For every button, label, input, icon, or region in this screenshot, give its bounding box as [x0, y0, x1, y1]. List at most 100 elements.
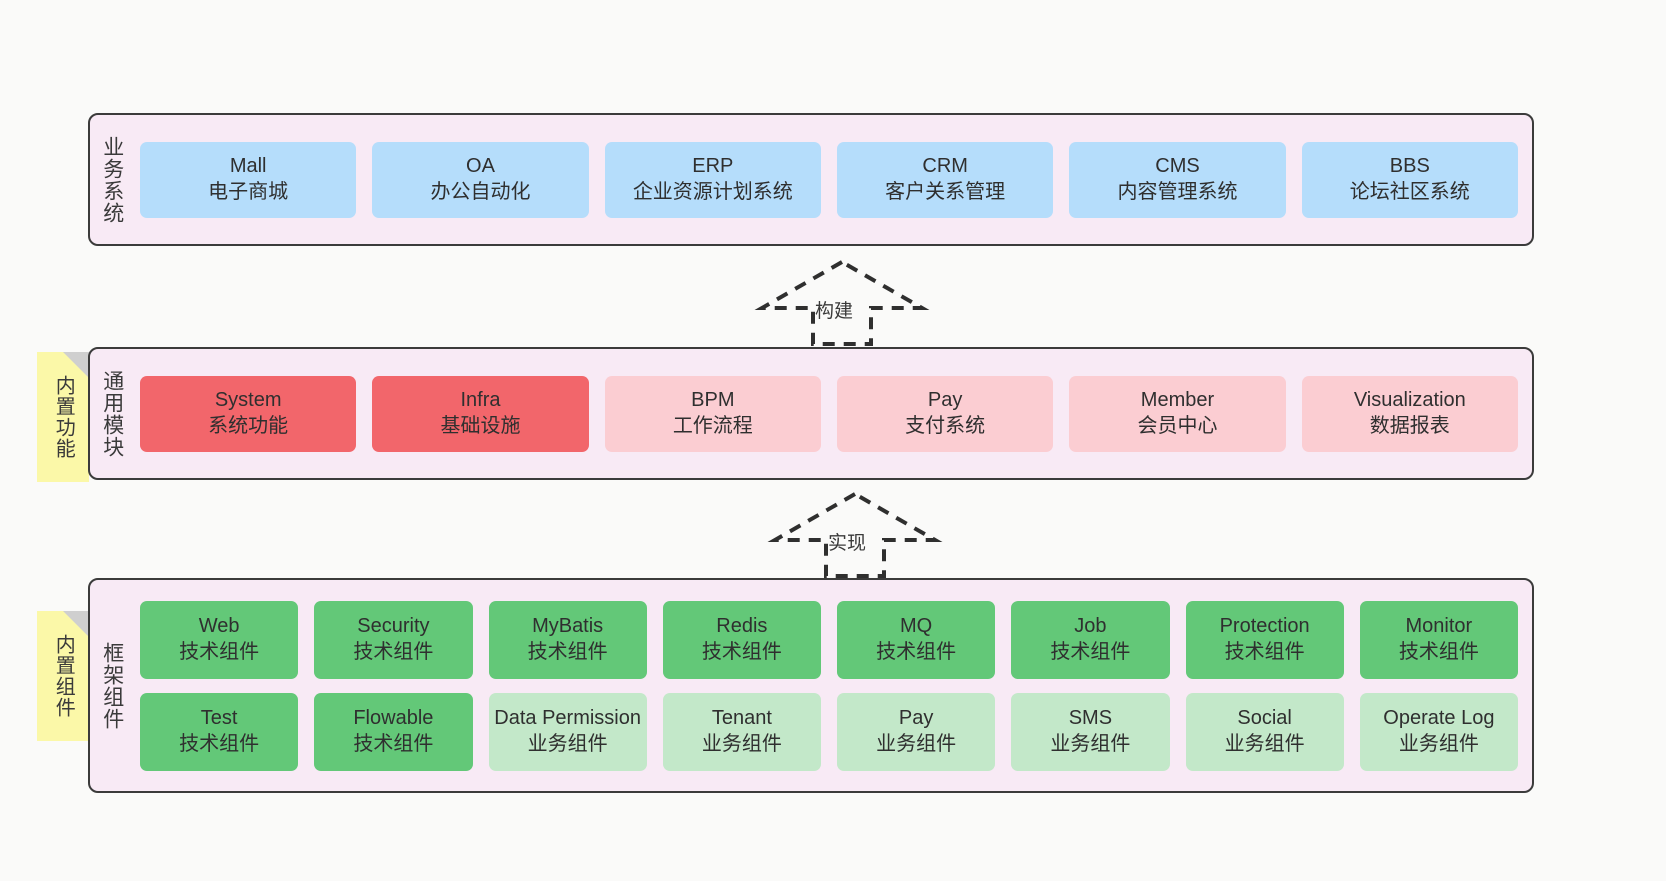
card-title-cn: 内容管理系统 — [1117, 180, 1238, 203]
card-title-cn: 基础设施 — [440, 414, 521, 437]
connector-build-arrow-icon — [754, 259, 930, 346]
card-web[interactable]: Web 技术组件 — [140, 600, 299, 679]
framework-tech-card-row: Web 技术组件 Security 技术组件 MyBatis 技术组件 Redi… — [140, 600, 1518, 679]
card-title-cn: 技术组件 — [701, 640, 782, 663]
card-title-en: BPM — [691, 388, 735, 411]
card-title-en: Test — [200, 706, 238, 729]
card-title-cn: 技术组件 — [353, 640, 434, 663]
card-title-cn: 数据报表 — [1369, 414, 1450, 437]
sticky-note-label: 内置功能 — [52, 375, 75, 459]
card-flowable[interactable]: Flowable 技术组件 — [314, 692, 473, 771]
card-title-en: Security — [357, 614, 430, 637]
card-title-cn: 业务组件 — [527, 732, 608, 755]
card-crm[interactable]: CRM 客户关系管理 — [836, 141, 1054, 218]
card-title-en: Pay — [898, 706, 934, 729]
card-visualization[interactable]: Visualization 数据报表 — [1301, 375, 1518, 452]
card-title-cn: 技术组件 — [353, 732, 434, 755]
connector-implement-label: 实现 — [828, 533, 867, 554]
card-title-en: Tenant — [711, 706, 772, 729]
card-social[interactable]: Social 业务组件 — [1185, 692, 1344, 771]
card-bpm[interactable]: BPM 工作流程 — [604, 375, 821, 452]
framework-components-panel-label: 框架组件 — [100, 641, 124, 730]
business-system-card-row: Mall 电子商城 OA 办公自动化 ERP 企业资源计划系统 CRM 客户关系… — [140, 141, 1518, 218]
card-title-en: BBS — [1389, 154, 1430, 177]
card-data-permission[interactable]: Data Permission 业务组件 — [488, 692, 647, 771]
connector-build-label: 构建 — [815, 301, 854, 322]
card-title-cn: 技术组件 — [876, 640, 957, 663]
card-title-cn: 企业资源计划系统 — [632, 180, 793, 203]
card-title-en: Social — [1237, 706, 1292, 729]
card-title-cn: 会员中心 — [1137, 414, 1218, 437]
framework-biz-card-row: Test 技术组件 Flowable 技术组件 Data Permission … — [140, 692, 1518, 771]
connector-implement: 实现 — [767, 490, 943, 578]
card-title-en: CMS — [1155, 154, 1200, 177]
common-modules-panel-label: 通用模块 — [100, 369, 124, 458]
card-title-en: Web — [198, 614, 240, 637]
card-title-cn: 技术组件 — [1050, 640, 1131, 663]
card-system[interactable]: System 系统功能 — [140, 375, 357, 452]
card-title-cn: 业务组件 — [1224, 732, 1305, 755]
sticky-note-builtin-features: 内置功能 — [37, 352, 89, 482]
card-title-cn: 办公自动化 — [430, 180, 531, 203]
card-mybatis[interactable]: MyBatis 技术组件 — [488, 600, 647, 679]
card-test[interactable]: Test 技术组件 — [140, 692, 299, 771]
card-title-en: Operate Log — [1383, 706, 1495, 729]
card-title-en: Visualization — [1353, 388, 1466, 411]
card-title-cn: 业务组件 — [876, 732, 957, 755]
framework-components-card-area: Web 技术组件 Security 技术组件 MyBatis 技术组件 Redi… — [134, 580, 1532, 791]
card-title-en: MyBatis — [532, 614, 604, 637]
card-title-cn: 电子商城 — [208, 180, 289, 203]
business-system-panel: 业务系统 Mall 电子商城 OA 办公自动化 ERP 企业资源计划系统 CRM… — [88, 113, 1534, 246]
card-title-en: ERP — [692, 154, 734, 177]
sticky-note-builtin-components: 内置组件 — [37, 611, 89, 741]
framework-components-panel: 框架组件 Web 技术组件 Security 技术组件 MyBatis 技术组件… — [88, 578, 1534, 793]
card-protection[interactable]: Protection 技术组件 — [1185, 600, 1344, 679]
card-title-en: MQ — [900, 614, 933, 637]
card-tenant[interactable]: Tenant 业务组件 — [662, 692, 821, 771]
card-title-cn: 论坛社区系统 — [1349, 180, 1470, 203]
card-title-en: Member — [1140, 388, 1215, 411]
card-job[interactable]: Job 技术组件 — [1011, 600, 1170, 679]
card-sms[interactable]: SMS 业务组件 — [1011, 692, 1170, 771]
card-title-cn: 业务组件 — [1398, 732, 1479, 755]
card-operate-log[interactable]: Operate Log 业务组件 — [1359, 692, 1518, 771]
sticky-fold-icon — [63, 611, 89, 637]
card-erp[interactable]: ERP 企业资源计划系统 — [604, 141, 821, 218]
card-title-en: OA — [466, 154, 495, 177]
card-title-en: Flowable — [353, 706, 434, 729]
card-bbs[interactable]: BBS 论坛社区系统 — [1301, 141, 1518, 218]
card-infra[interactable]: Infra 基础设施 — [372, 375, 589, 452]
business-system-panel-label: 业务系统 — [100, 135, 124, 224]
card-mall[interactable]: Mall 电子商城 — [140, 141, 357, 218]
card-oa[interactable]: OA 办公自动化 — [372, 141, 589, 218]
card-mq[interactable]: MQ 技术组件 — [837, 600, 996, 679]
card-title-en: Redis — [716, 614, 768, 637]
card-title-en: CRM — [922, 154, 968, 177]
card-title-en: Protection — [1219, 614, 1310, 637]
card-title-en: System — [214, 388, 282, 411]
card-pay-module[interactable]: Pay 支付系统 — [836, 375, 1054, 452]
business-system-card-area: Mall 电子商城 OA 办公自动化 ERP 企业资源计划系统 CRM 客户关系… — [134, 115, 1532, 244]
card-cms[interactable]: CMS 内容管理系统 — [1069, 141, 1286, 218]
card-title-en: Pay — [927, 388, 963, 411]
card-monitor[interactable]: Monitor 技术组件 — [1359, 600, 1518, 679]
card-title-cn: 支付系统 — [905, 414, 986, 437]
card-title-cn: 技术组件 — [179, 640, 260, 663]
card-title-cn: 技术组件 — [1224, 640, 1305, 663]
card-title-cn: 业务组件 — [701, 732, 782, 755]
common-modules-panel: 通用模块 System 系统功能 Infra 基础设施 BPM 工作流程 Pay… — [88, 347, 1534, 480]
common-modules-card-row: System 系统功能 Infra 基础设施 BPM 工作流程 Pay 支付系统… — [140, 375, 1518, 452]
card-title-cn: 客户关系管理 — [885, 180, 1006, 203]
connector-implement-arrow-icon — [767, 491, 943, 578]
card-title-cn: 工作流程 — [672, 414, 753, 437]
card-title-en: Monitor — [1405, 614, 1473, 637]
card-redis[interactable]: Redis 技术组件 — [662, 600, 821, 679]
card-title-en: Job — [1074, 614, 1107, 637]
card-title-cn: 技术组件 — [527, 640, 608, 663]
card-title-cn: 技术组件 — [179, 732, 260, 755]
card-security[interactable]: Security 技术组件 — [314, 600, 473, 679]
card-title-en: Infra — [460, 388, 501, 411]
card-pay-component[interactable]: Pay 业务组件 — [837, 692, 996, 771]
card-title-cn: 系统功能 — [208, 414, 289, 437]
card-member[interactable]: Member 会员中心 — [1069, 375, 1286, 452]
